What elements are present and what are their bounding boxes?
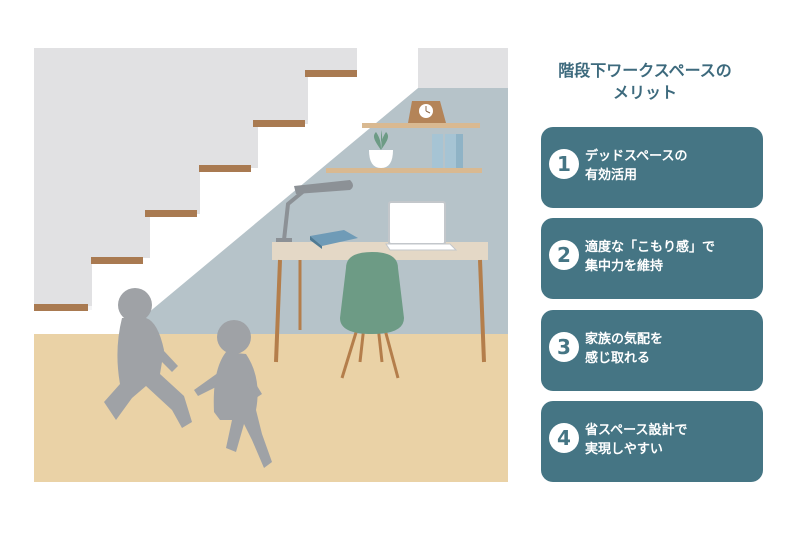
lamp-base [276, 238, 292, 243]
stair-tread [145, 210, 197, 217]
merit-line-2: 実現しやすい [585, 442, 663, 457]
merit-line-2: 有効活用 [585, 168, 638, 183]
chair-leg [382, 325, 400, 379]
merit-line-1: 家族の気配を [585, 332, 664, 347]
upper-shelf [362, 123, 480, 128]
lamp-arm [282, 188, 307, 241]
merit-card-1: 1 デッドスペースの 有効活用 [541, 127, 763, 208]
stair-tread [199, 165, 251, 172]
stair-treads [34, 70, 357, 311]
lower-shelf [326, 168, 482, 173]
shelf-book [456, 134, 463, 168]
desk-leg [478, 259, 486, 363]
title-line-2: メリット [612, 83, 677, 102]
merit-line-1: 適度な「こもり感」で [585, 240, 716, 255]
page-title: 階段下ワークスペースの メリット [520, 60, 770, 104]
merit-text: 家族の気配を 感じ取れる [585, 330, 757, 368]
stair-side-floor [34, 338, 118, 366]
plant-leaves [373, 130, 389, 150]
title-line-1: 階段下ワークスペースの [558, 61, 732, 80]
chair-leg [340, 325, 360, 379]
merit-number-badge: 1 [549, 149, 579, 179]
stair-face [34, 48, 418, 338]
child-silhouette [194, 320, 272, 468]
merit-line-1: デッドスペースの [585, 149, 688, 164]
merit-line-2: 感じ取れる [585, 351, 651, 366]
child-silhouette [104, 288, 192, 428]
shelf-book [445, 134, 456, 168]
merit-text: デッドスペースの 有効活用 [585, 147, 757, 185]
desk-leg [274, 259, 282, 363]
stair-tread [305, 70, 357, 77]
stair-tread [253, 120, 305, 127]
merit-number-badge: 3 [549, 332, 579, 362]
merit-number-badge: 4 [549, 423, 579, 453]
merit-line-1: 省スペース設計で [585, 423, 688, 438]
desk-book [310, 230, 358, 246]
merit-card-2: 2 適度な「こもり感」で 集中力を維持 [541, 218, 763, 299]
laptop-base [385, 243, 458, 251]
laptop-screen [388, 201, 446, 245]
merit-text: 省スペース設計で 実現しやすい [585, 421, 757, 459]
stair-tread [91, 257, 143, 264]
stair-tread [34, 304, 88, 311]
chair-shell [340, 252, 404, 334]
merit-text: 適度な「こもり感」で 集中力を維持 [585, 238, 757, 276]
shelf-book [432, 134, 443, 168]
merit-number-badge: 2 [549, 240, 579, 270]
plant-pot [369, 150, 393, 168]
merit-line-2: 集中力を維持 [585, 259, 664, 274]
lamp-head [294, 180, 353, 194]
merit-card-4: 4 省スペース設計で 実現しやすい [541, 401, 763, 482]
merit-card-3: 3 家族の気配を 感じ取れる [541, 310, 763, 391]
